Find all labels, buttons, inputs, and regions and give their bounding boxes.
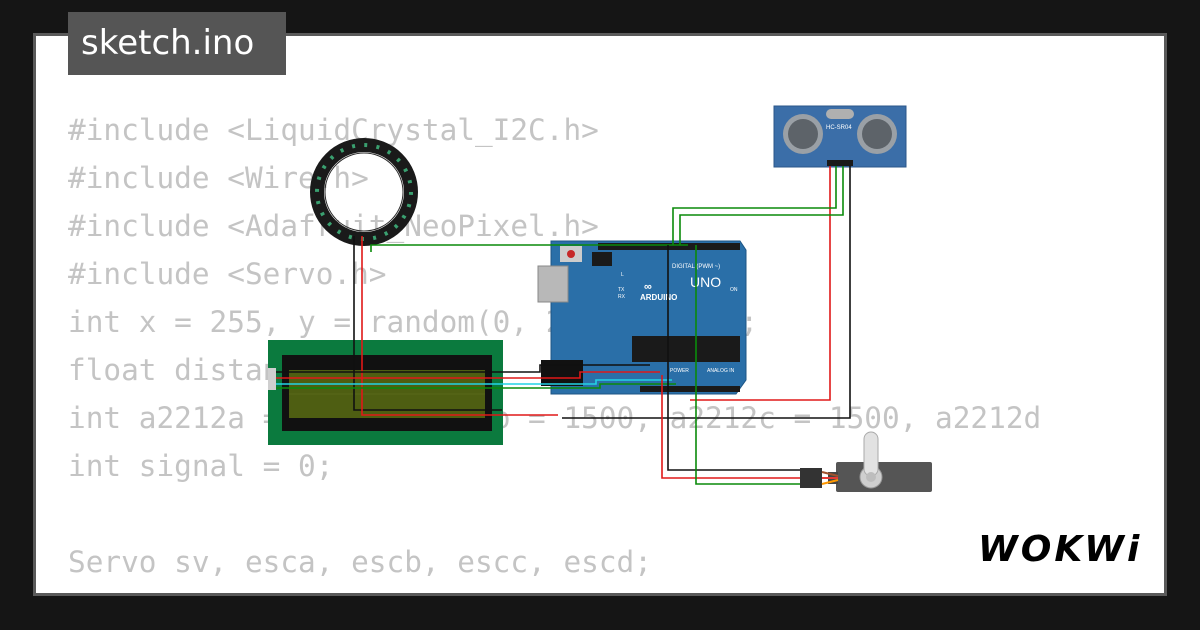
lcd-display <box>268 340 503 445</box>
code-line: int signal = 0; <box>68 449 334 483</box>
neopixel-ring <box>310 138 418 246</box>
l-led-label: L <box>621 272 624 278</box>
on-label: ON <box>730 287 738 293</box>
ultrasonic-label: HC-SR04 <box>826 125 852 131</box>
power-label: POWER <box>670 368 689 374</box>
atmega-chip <box>632 336 740 362</box>
digital-header <box>598 243 740 250</box>
analog-header <box>640 386 740 392</box>
code-listing: #include <LiquidCrystal_I2C.h> #include <… <box>68 106 1041 593</box>
usb-port <box>537 265 569 303</box>
analog-label: ANALOG IN <box>707 368 735 374</box>
code-line: #include <Adafruit_NeoPixel.h> <box>68 209 599 243</box>
power-jack <box>541 360 583 386</box>
file-name-title: sketch.ino <box>68 12 286 75</box>
servo-motor <box>800 431 932 492</box>
code-line: #include <Wire.h> <box>68 161 369 195</box>
rx-label: RX <box>618 294 626 300</box>
uno-label: UNO <box>690 274 721 290</box>
wokwi-logo: WOKWi <box>978 529 1143 570</box>
tx-label: TX <box>618 287 625 293</box>
arduino-uno-board: ∞ ARDUINO UNO DIGITAL (PWM ~) POWER ANAL… <box>537 240 747 395</box>
code-preview-panel: #include <LiquidCrystal_I2C.h> #include <… <box>33 33 1167 596</box>
infinity-logo: ∞ <box>644 281 652 293</box>
arduino-brand-label: ARDUINO <box>640 293 677 302</box>
wires <box>276 166 851 485</box>
code-line: Servo sv, esca, escb, escc, escd; <box>68 545 652 579</box>
code-line: #include <Servo.h> <box>68 257 387 291</box>
code-line: #include <LiquidCrystal_I2C.h> <box>68 113 599 147</box>
ultrasonic-sensor: HC-SR04 <box>773 105 907 168</box>
